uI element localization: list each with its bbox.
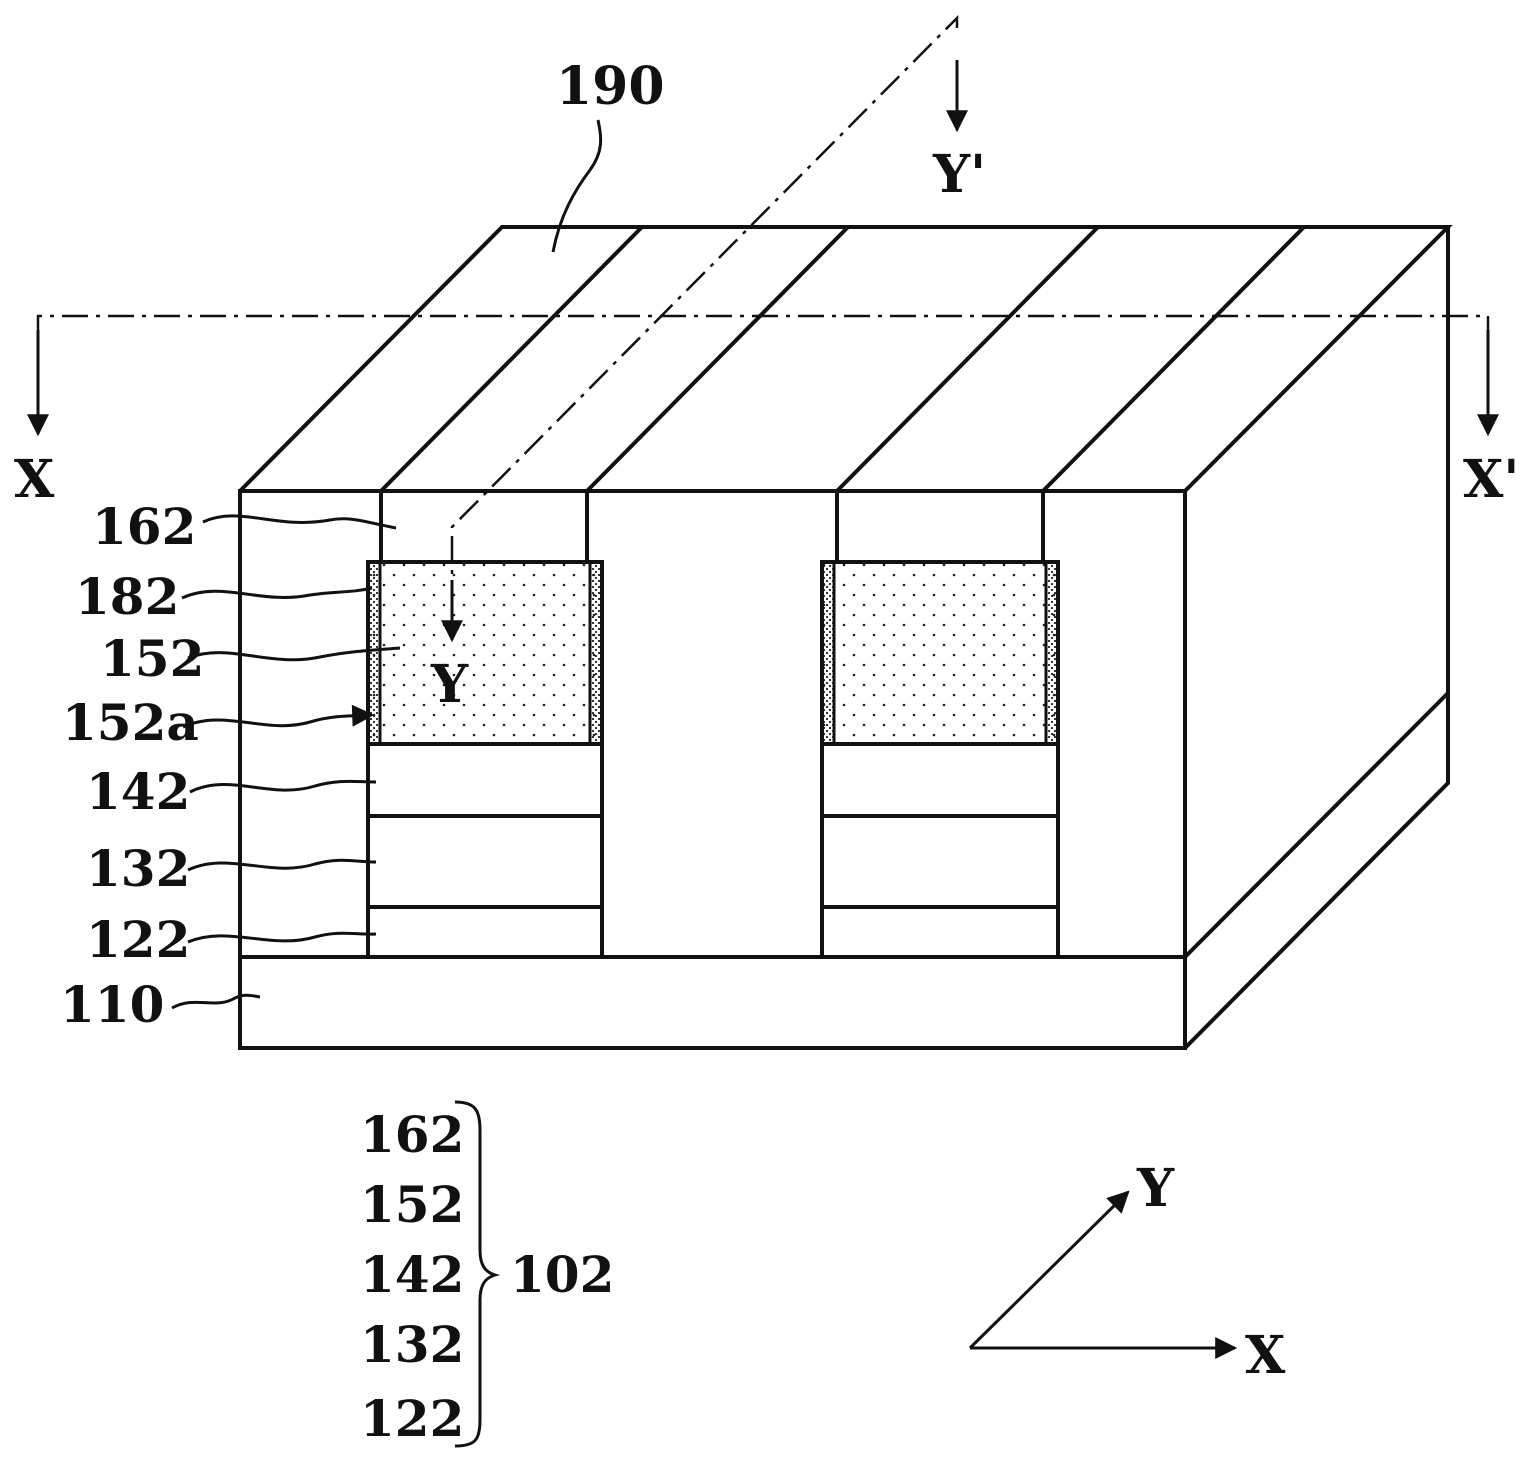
stack-item: 122 (360, 1389, 464, 1448)
label-110: 110 (60, 975, 164, 1034)
left-stack (366, 491, 604, 959)
section-line-yy (441, 14, 968, 643)
label-x-prime: X' (1463, 449, 1519, 510)
stack-brace (454, 1100, 501, 1448)
section-line-xx (27, 314, 1499, 437)
label-162: 162 (92, 497, 196, 556)
axis-indicator: X Y (968, 1158, 1286, 1386)
stack-item: 162 (360, 1105, 464, 1164)
label-182: 182 (75, 567, 179, 626)
label-y-prime: Y' (932, 144, 986, 205)
stack-item: 132 (360, 1315, 464, 1374)
label-190: 190 (556, 56, 665, 117)
label-132: 132 (86, 839, 190, 898)
label-152: 152 (100, 629, 204, 688)
label-y-section: Y (430, 654, 469, 715)
top-surface-lines (379, 225, 1306, 493)
stack-legend: 162 152 142 132 122 102 (360, 1100, 614, 1448)
stack-group-label: 102 (510, 1245, 614, 1304)
label-152a: 152a (62, 693, 199, 752)
stack-item: 152 (360, 1175, 464, 1234)
label-122: 122 (86, 910, 190, 969)
right-stack (820, 491, 1060, 959)
leader-lines (171, 119, 603, 1010)
label-142: 142 (86, 762, 190, 821)
stack-item: 142 (360, 1245, 464, 1304)
label-x: X (14, 449, 55, 510)
axis-y-label: Y (1136, 1158, 1175, 1219)
axis-x-label: X (1245, 1325, 1286, 1386)
